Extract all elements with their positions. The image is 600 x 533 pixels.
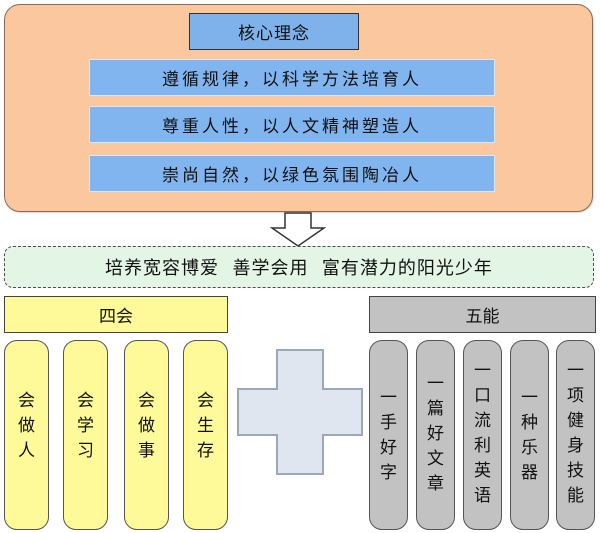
four-item-2: 会学习	[63, 340, 108, 530]
five-item-3: 一口流利英语	[463, 340, 502, 530]
five-item-4: 一种乐器	[510, 340, 549, 530]
down-arrow-icon	[270, 212, 326, 247]
five-abilities-header: 五能	[369, 296, 596, 333]
principle-2: 尊重人性，以人文精神塑造人	[89, 106, 495, 143]
plus-icon	[237, 349, 363, 475]
four-item-4: 会生存	[183, 340, 228, 530]
four-item-1: 会做人	[4, 340, 49, 530]
principle-3: 崇尚自然，以绿色氛围陶冶人	[89, 155, 495, 192]
four-item-3: 会做事	[124, 340, 169, 530]
core-concept-title: 核心理念	[189, 13, 359, 50]
mission-banner: 培养宽容博爱 善学会用 富有潜力的阳光少年	[4, 246, 594, 288]
five-item-2: 一篇好文章	[416, 340, 455, 530]
five-item-1: 一手好字	[369, 340, 408, 530]
five-item-5: 一项健身技能	[556, 340, 595, 530]
principle-1: 遵循规律，以科学方法培育人	[89, 59, 495, 96]
four-skills-header: 四会	[4, 296, 228, 333]
